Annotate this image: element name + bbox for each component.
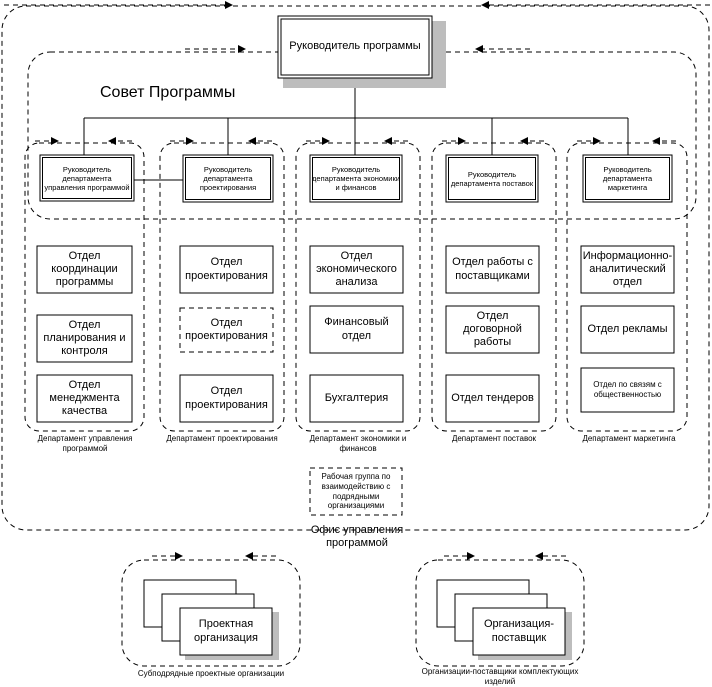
- dept-boundary-design: [159, 142, 285, 432]
- design-organization-label: Проектная организация: [194, 618, 258, 644]
- unit-box-label: Отдел проектирования: [185, 385, 268, 411]
- program-head-label: Руководитель программы: [289, 40, 421, 53]
- dept-caption-design: Департамент проектирования: [166, 434, 278, 444]
- unit-box-label: Отдел координации программы: [51, 249, 118, 289]
- program-head-box: [277, 15, 433, 79]
- office-label: Офис управления программой: [310, 523, 404, 549]
- dept-boundary-supply: [431, 142, 557, 432]
- unit-boxes: [36, 245, 675, 423]
- unit-box-label: Отдел тендеров: [451, 391, 534, 404]
- unit-box-label: Отдел рекламы: [587, 322, 668, 335]
- unit-box-label: Отдел договорной работы: [463, 309, 522, 349]
- hierarchy-connectors: [83, 84, 629, 181]
- unit-box-label: Отдел проектирования: [185, 256, 268, 282]
- unit-box-label: Отдел по связям с общественностью: [593, 380, 662, 399]
- council-title: Совет Программы: [100, 84, 236, 102]
- dept-caption-supply: Департамент поставок: [451, 434, 537, 444]
- dept-boundary-economy: [295, 142, 421, 432]
- dashed-arrows: [4, 1, 710, 560]
- dept-head-design: Руководитель департамента проектирования: [199, 165, 257, 192]
- unit-box-label: Бухгалтерия: [324, 391, 389, 404]
- department-head-boxes: [39, 154, 673, 203]
- dept-caption-economy: Департамент экономики и финансов: [309, 434, 407, 453]
- subcontractor-caption: Субподрядные проектные организации: [137, 669, 285, 679]
- unit-box-label: Отдел проектирования: [185, 316, 268, 342]
- dept-caption-management: Департамент управления программой: [37, 434, 133, 453]
- dept-head-economy: Руководитель департамента экономики и фи…: [312, 165, 400, 192]
- supplier-organizations-stack: [436, 579, 572, 660]
- unit-box-label: Финансовый отдел: [324, 316, 389, 342]
- dept-head-management: Руководитель департамента управления про…: [44, 164, 130, 192]
- unit-box-label: Отдел менеджмента качества: [49, 378, 120, 418]
- unit-box-label: Отдел экономического анализа: [316, 249, 397, 289]
- office-boundary: [1, 5, 710, 531]
- unit-box-label: Отдел планирования и контроля: [43, 318, 126, 358]
- unit-box-label: Информационно-аналитический отдел: [582, 249, 673, 289]
- unit-box-label: Отдел работы с поставщиками: [452, 256, 533, 282]
- supplier-organization-label: Организация-поставщик: [483, 618, 554, 644]
- dept-head-supply: Руководитель департамента поставок: [450, 169, 534, 188]
- council-boundary: [27, 51, 697, 220]
- dept-head-marketing: Руководитель департамента маркетинга: [602, 165, 653, 192]
- dept-caption-marketing: Департамент маркетинга: [582, 434, 676, 444]
- supplier-caption: Организации-поставщики комплектующих изд…: [421, 667, 579, 686]
- supplier-boundary: [415, 559, 585, 667]
- working-group-label: Рабочая группа по взаимодействию с подря…: [321, 472, 391, 511]
- design-organizations-stack: [143, 579, 279, 660]
- subcontractor-boundary: [121, 559, 301, 667]
- working-group-box: [309, 467, 403, 516]
- dept-boundary-marketing: [566, 142, 688, 432]
